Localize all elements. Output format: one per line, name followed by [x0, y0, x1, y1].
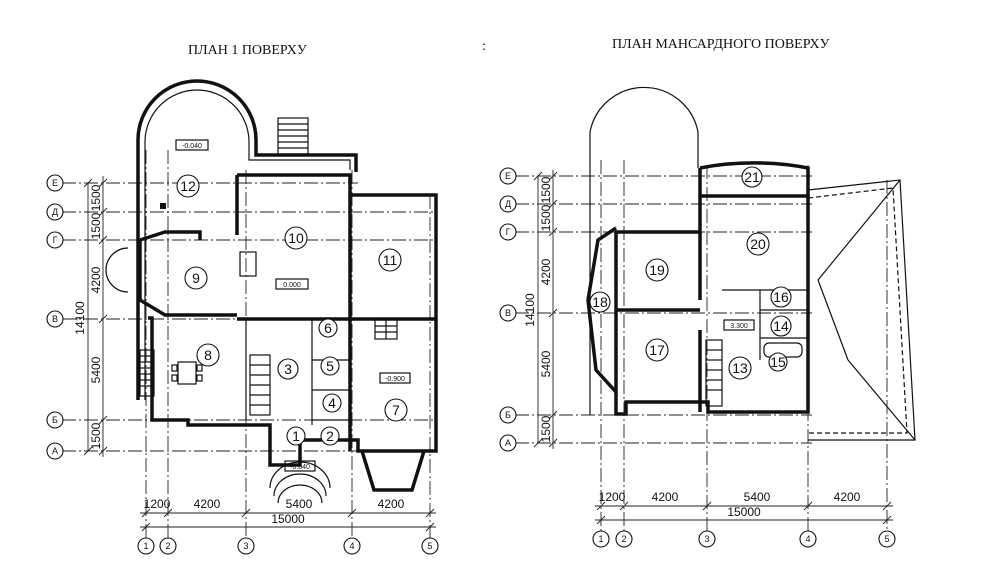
plan2-vdim-5: 1500 — [539, 415, 553, 442]
plan1-axis-e: Е — [52, 178, 58, 188]
plan2-axis-4: 4 — [805, 534, 810, 544]
plan2-hdim-2: 4200 — [652, 490, 679, 504]
plan2-title: ПЛАН МАНСАРДНОГО ПОВЕРХУ — [612, 37, 830, 52]
plan2-roof-outline — [589, 86, 699, 415]
plan2-hdim-1: 1200 — [599, 490, 626, 504]
plan1-axis-v: В — [52, 314, 58, 324]
plan2: 1500 1500 4200 5400 1500 14100 Е Д Г В Б… — [499, 86, 916, 548]
plan1-axis-g: Г — [53, 235, 58, 245]
plan1-entrance-steps — [269, 461, 331, 504]
plan1-room-2: 2 — [326, 428, 334, 444]
plan2-outer-wall — [614, 194, 810, 416]
plan1-side-stairs — [139, 349, 155, 397]
plan2-hdim-4: 4200 — [834, 490, 861, 504]
plan1-bay-wall — [138, 230, 237, 317]
plan2-axis-g: Г — [506, 227, 511, 237]
plan1-terrace-wall — [136, 79, 358, 400]
plan2-room-20: 20 — [750, 236, 766, 252]
plan2-room-17: 17 — [649, 342, 665, 358]
plan1-terrace-stairs — [277, 117, 309, 155]
plan1-outer-wall — [148, 173, 438, 467]
plan1-level-porch: -0.040 — [290, 464, 310, 471]
plan2-vdim-total: 14100 — [523, 293, 537, 327]
plan1-hdim-2: 4200 — [194, 497, 221, 511]
plan1-room-9: 9 — [192, 270, 200, 286]
plan2-axis-1: 1 — [598, 534, 603, 544]
plan1-room-4: 4 — [328, 395, 336, 411]
plan1-vdim-5: 1500 — [89, 422, 103, 449]
plan2-room-18: 18 — [592, 294, 608, 310]
plan1-fireplace — [239, 251, 257, 277]
plan1-axis-5: 5 — [427, 541, 432, 551]
plan2-axis-a: А — [505, 438, 511, 448]
plan2-hdim-total: 15000 — [727, 505, 761, 519]
plan2-vdim-4: 5400 — [539, 350, 553, 377]
plan1-room-3: 3 — [284, 361, 292, 377]
plan1-vdim-3: 4200 — [89, 266, 103, 293]
plan2-hdim-3: 5400 — [744, 490, 771, 504]
plan2-roof-right — [807, 179, 916, 441]
plan1-axis-4: 4 — [349, 541, 354, 551]
plan1-level-living: 0.000 — [283, 282, 301, 289]
plan2-room-16: 16 — [773, 289, 789, 305]
plan1-axis-3: 3 — [243, 541, 248, 551]
separator-mark: : — [482, 39, 486, 54]
plan1-vdim-2: 1500 — [89, 212, 103, 239]
plan1-room-6: 6 — [324, 320, 332, 336]
plan1-hdim-4: 4200 — [378, 497, 405, 511]
plan2-room-13: 13 — [732, 360, 748, 376]
plan1: 1500 1500 4200 5400 1500 14100 Е Д Г В Б… — [46, 79, 439, 555]
plan2-vdim-1: 1500 — [539, 176, 553, 203]
plan1-vdim-1: 1500 — [89, 184, 103, 211]
plan2-room-21: 21 — [744, 169, 760, 185]
plan2-axis-b: Б — [505, 410, 511, 420]
plan1-level-garage: -0.900 — [385, 376, 405, 383]
plan2-vdim-3: 4200 — [539, 258, 553, 285]
plan1-room-11: 11 — [383, 252, 398, 268]
plan2-axis-2: 2 — [621, 534, 626, 544]
plan1-hdim-3: 5400 — [286, 497, 313, 511]
plan2-room-14: 14 — [773, 318, 789, 334]
plan1-axis-a: А — [52, 446, 58, 456]
plan1-room-8: 8 — [204, 347, 212, 363]
plan2-axis-3: 3 — [704, 534, 709, 544]
plan1-vdim-4: 5400 — [89, 356, 103, 383]
plan2-room-15: 15 — [770, 354, 786, 370]
plan1-internal-stairs — [249, 354, 271, 416]
plan1-hdim-total: 15000 — [271, 512, 305, 526]
plan1-title: ПЛАН 1 ПОВЕРХУ — [188, 43, 307, 58]
plan1-room-5: 5 — [326, 358, 334, 374]
plan2-axis-d: Д — [505, 199, 511, 209]
plan1-room-10: 10 — [288, 230, 304, 246]
plan1-room-1: 1 — [292, 428, 300, 444]
plan2-axis-5: 5 — [884, 534, 889, 544]
plan1-room-7: 7 — [392, 402, 400, 418]
plan2-dormer — [586, 226, 618, 394]
plan2-room-19: 19 — [649, 262, 665, 278]
plan1-level-terrace: -0.040 — [182, 143, 202, 150]
plan1-room-12: 12 — [180, 178, 196, 194]
plan2-axis-v: В — [505, 308, 511, 318]
plan2-vdim-2: 1500 — [539, 204, 553, 231]
plan1-axis-d: Д — [52, 207, 58, 217]
plan1-axis-b: Б — [52, 415, 58, 425]
plan1-hdim-1: 1200 — [144, 497, 171, 511]
plan1-vdim-total: 14100 — [73, 301, 87, 335]
plan1-dining-table — [171, 361, 203, 385]
plan2-level-attic: 3.300 — [730, 323, 748, 330]
plan1-axis-1: 1 — [143, 541, 148, 551]
plan2-axis-e: Е — [505, 171, 511, 181]
plan1-axis-2: 2 — [165, 541, 170, 551]
plan2-stairs — [705, 339, 723, 407]
